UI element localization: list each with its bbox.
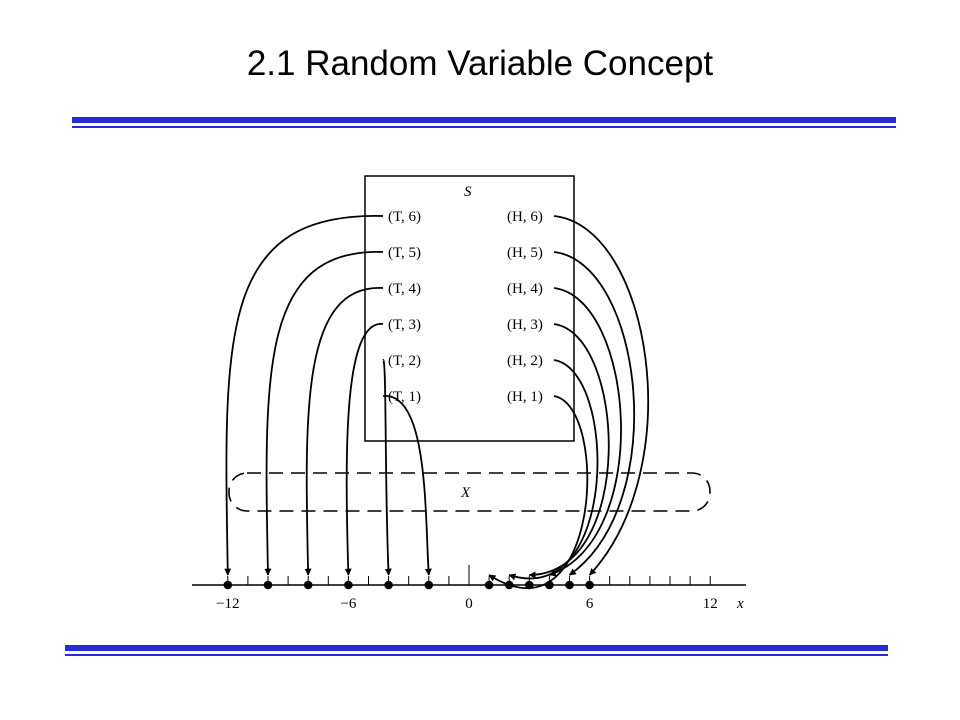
outcome-label: (H, 1) xyxy=(507,389,543,405)
divider-thin-line xyxy=(65,654,888,656)
value-point xyxy=(344,580,353,590)
outcome-label: (T, 6) xyxy=(388,209,421,225)
value-point xyxy=(424,580,434,590)
value-point xyxy=(545,580,554,590)
divider-thick-line xyxy=(72,117,896,123)
outcome-label: (H, 3) xyxy=(507,317,543,333)
value-point xyxy=(484,580,494,590)
outcome-label: (T, 1) xyxy=(388,389,421,405)
outcome-label: (H, 6) xyxy=(507,209,543,225)
outcome-label: (T, 2) xyxy=(388,353,421,369)
axis-variable-label: x xyxy=(736,596,744,612)
mapping-arrow xyxy=(508,359,599,581)
outcome-label: (T, 5) xyxy=(388,245,421,261)
value-point xyxy=(263,580,273,590)
sample-space-box xyxy=(364,175,575,442)
axis-tick-labels: −12 −6 0 6 12 xyxy=(216,596,718,612)
slide-title: 2.1 Random Variable Concept xyxy=(246,44,714,83)
value-point xyxy=(504,580,514,590)
mapping-label: X xyxy=(460,485,471,501)
mapping-arrow xyxy=(304,287,384,576)
axis-ticks xyxy=(227,565,711,585)
mapping-arrow xyxy=(264,251,384,576)
axis-tick-label: 12 xyxy=(703,596,718,612)
outcome-label: (T, 3) xyxy=(388,317,421,333)
axis-tick-label: −6 xyxy=(340,596,356,612)
value-point xyxy=(223,580,233,590)
value-point xyxy=(384,580,393,590)
mapping-arrow xyxy=(382,359,392,576)
divider-thick-line xyxy=(65,645,888,651)
mapping-arrow xyxy=(553,215,649,576)
mapping-arrow xyxy=(224,215,384,576)
mapping-arrow xyxy=(344,323,384,576)
mapping-arrow xyxy=(548,287,622,577)
mapping-region xyxy=(228,472,711,512)
axis-tick-label: 0 xyxy=(465,596,473,612)
title-divider xyxy=(72,117,896,128)
outcome-label: (T, 4) xyxy=(388,281,421,297)
mapping-arrow xyxy=(488,395,589,589)
value-point xyxy=(525,580,534,590)
axis-tick-label: 6 xyxy=(586,596,594,612)
outcome-labels: (T, 6) (T, 5) (T, 4) (T, 3) (T, 2) (T, 1) (H, … xyxy=(388,209,543,405)
axis-tick-label: −12 xyxy=(216,596,239,612)
mapping-arrow xyxy=(553,251,636,576)
outcome-label: (H, 4) xyxy=(507,281,543,297)
outcome-label: (H, 2) xyxy=(507,353,543,369)
value-point xyxy=(585,580,594,590)
sample-space-label: S xyxy=(464,184,472,200)
divider-thin-line xyxy=(72,126,896,128)
value-point xyxy=(303,580,313,590)
outcome-label: (H, 5) xyxy=(507,245,543,261)
mapping-arrows xyxy=(224,215,649,589)
mapping-arrow xyxy=(382,395,432,576)
value-point xyxy=(565,580,574,590)
footer-divider xyxy=(65,645,888,656)
value-points xyxy=(223,580,594,590)
